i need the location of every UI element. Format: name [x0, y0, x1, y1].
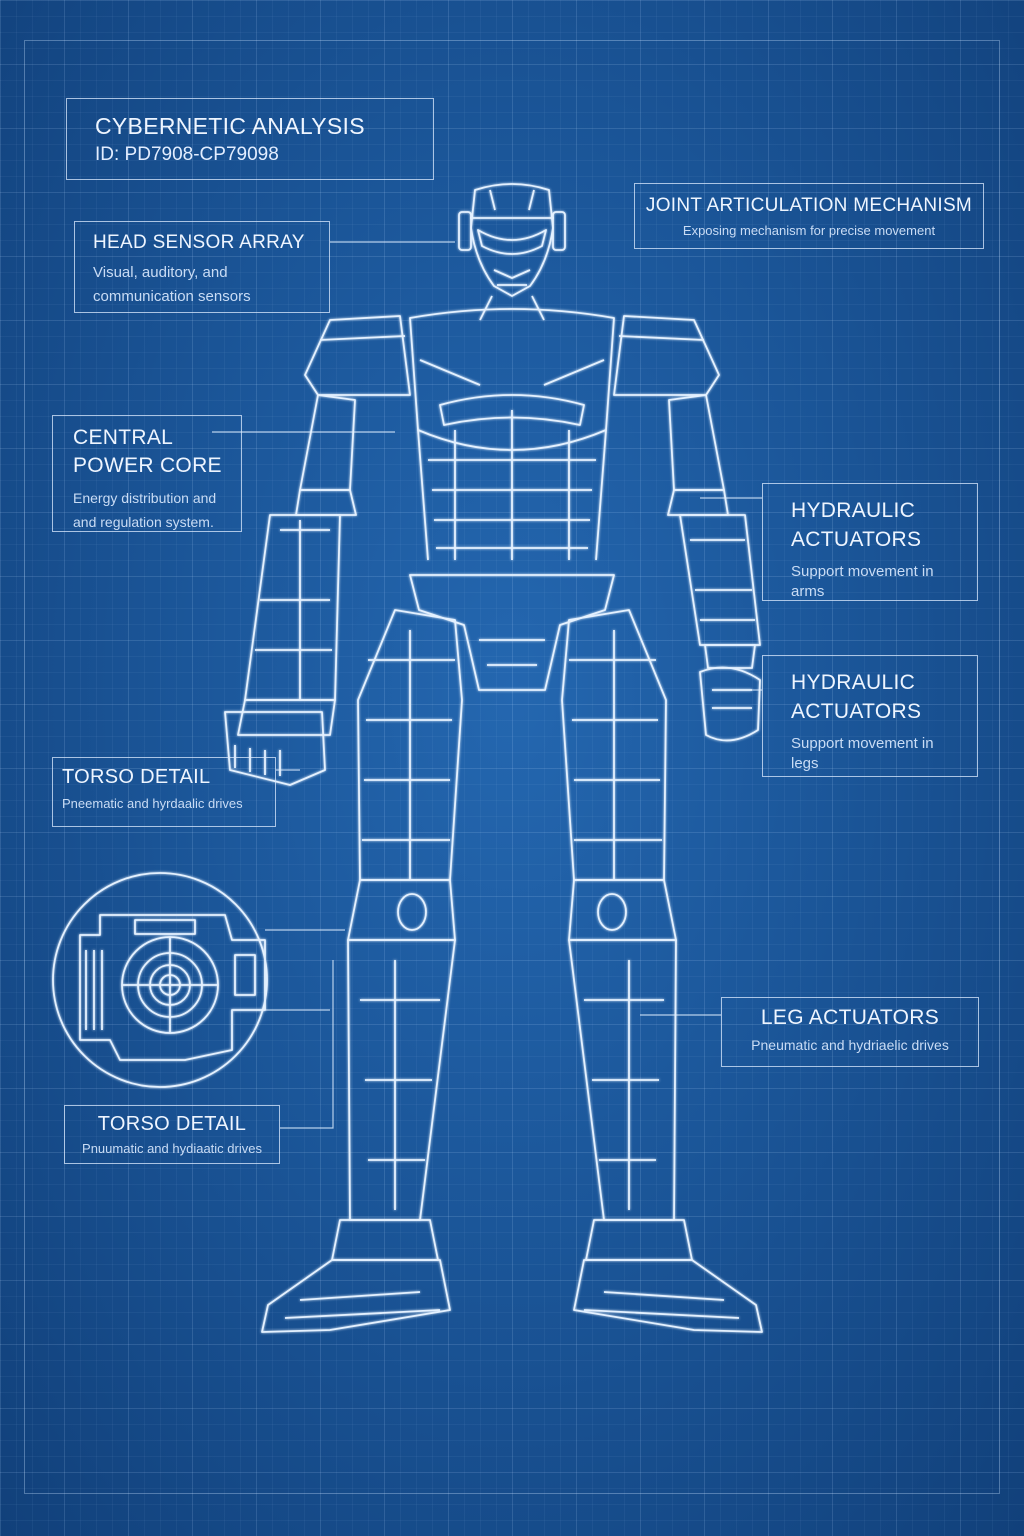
callout-description: Energy distribution and and regulation s…	[73, 490, 217, 530]
callout-head-sensor: HEAD SENSOR ARRAY Visual, auditory, and …	[74, 221, 330, 313]
callout-title: CENTRAL POWER CORE	[73, 426, 222, 477]
page-title: CYBERNETIC ANALYSIS	[95, 113, 365, 139]
robot-shoulders	[304, 315, 720, 396]
robot-head	[458, 183, 566, 321]
callout-description: Pneematic and hyrdaalic drives	[62, 796, 243, 811]
callout-description: Support movement in arms	[791, 563, 934, 600]
callout-description: Support movement in legs	[791, 735, 934, 772]
callout-leg-actuators: LEG ACTUATORS Pneumatic and hydriaelic d…	[721, 997, 979, 1067]
robot-leg-right	[561, 609, 763, 1333]
callout-title: HYDRAULIC ACTUATORS	[791, 671, 922, 723]
robot-leg-left	[261, 609, 463, 1333]
callout-title: HEAD SENSOR ARRAY	[93, 232, 305, 253]
callout-title: LEG ACTUATORS	[760, 1006, 940, 1029]
document-id: ID: PD7908-CP79098	[95, 144, 279, 165]
robot-arm-right	[667, 394, 761, 742]
blueprint-frame	[24, 40, 1000, 1494]
power-core-detail	[52, 872, 268, 1088]
leader-torso-lower	[280, 960, 334, 1129]
callout-title: JOINT ARTICULATION MECHANISM	[645, 195, 973, 216]
robot-torso	[409, 308, 615, 691]
callout-hydraulic-legs: HYDRAULIC ACTUATORS Support movement in …	[762, 655, 978, 777]
callout-title: TORSO DETAIL	[62, 766, 211, 788]
callout-power-core: CENTRAL POWER CORE Energy distribution a…	[52, 415, 242, 532]
callout-torso-detail-lower: TORSO DETAIL Pnuumatic and hydiaatic dri…	[64, 1105, 280, 1164]
robot-figure	[52, 183, 763, 1333]
leader-lines	[212, 241, 762, 1129]
callout-hydraulic-arms: HYDRAULIC ACTUATORS Support movement in …	[762, 483, 978, 601]
callout-torso-detail-upper: TORSO DETAIL Pneematic and hyrdaalic dri…	[52, 757, 276, 827]
callout-title: TORSO DETAIL	[97, 1113, 247, 1135]
callout-title: HYDRAULIC ACTUATORS	[791, 499, 922, 551]
title-panel: CYBERNETIC ANALYSIS ID: PD7908-CP79098	[66, 98, 434, 180]
callout-description: Pneumatic and hydriaelic drives	[751, 1037, 949, 1053]
callout-description: Visual, auditory, and communication sens…	[93, 264, 251, 305]
callout-joint-articulation: JOINT ARTICULATION MECHANISM Exposing me…	[634, 183, 984, 249]
robot-arm-left	[224, 394, 357, 786]
callout-description: Exposing mechanism for precise movement	[682, 223, 936, 238]
callout-description: Pnuumatic and hydiaatic drives	[82, 1141, 262, 1156]
